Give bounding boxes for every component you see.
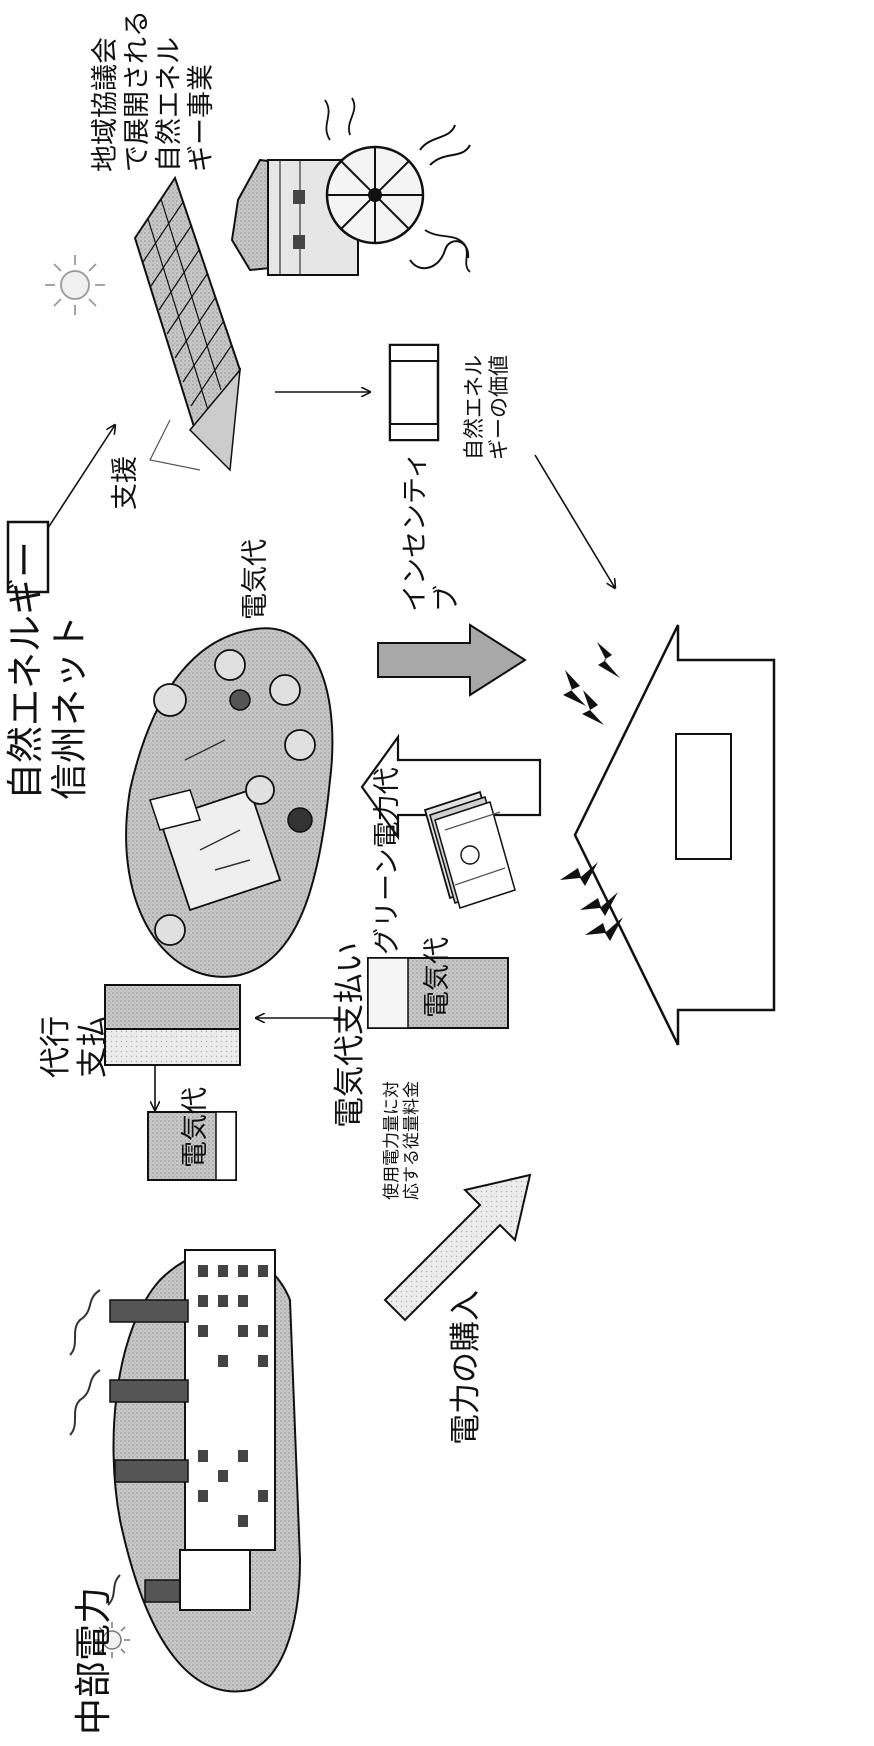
project-line1: 地域協議会 xyxy=(90,10,122,172)
incentive-line2: ブ xyxy=(432,452,464,612)
label-denki-dai-right: 電気代 xyxy=(422,937,454,1018)
label-denki-dai-shiharai: 電気代支払い xyxy=(332,942,369,1128)
project-line2: で展開される xyxy=(122,10,154,172)
support-arrow xyxy=(48,425,115,528)
incentive-arrow xyxy=(378,625,525,695)
value-line2: ギーの価値 xyxy=(487,355,512,460)
project-line4: ギー事業 xyxy=(186,10,218,172)
green-denryoku-dai-text: グリーン電力代 xyxy=(372,767,404,955)
label-denki-dai-top: 電気代 xyxy=(240,539,272,620)
daikou-line2: 支払 xyxy=(75,1016,112,1078)
shiyou-line2: 応する従量料金 xyxy=(402,1081,422,1200)
arrow-value-to-house xyxy=(535,455,615,588)
sun-icon xyxy=(45,255,105,315)
label-shizen-energy-shinshu-net: 自然エネルギー 信州ネット xyxy=(4,541,91,800)
project-line3: 自然エネル xyxy=(154,10,186,172)
label-daikou-shiharai: 代行 支払 xyxy=(38,1016,111,1078)
label-natural-energy-value: 自然エネル ギーの価値 xyxy=(462,355,512,460)
daikou-line1: 代行 xyxy=(38,1016,75,1078)
denki-dai-shiharai-text: 電気代支払い xyxy=(332,942,369,1128)
denki-dai-top-text: 電気代 xyxy=(240,539,272,620)
label-green-denryoku-dai: グリーン電力代 xyxy=(372,767,404,955)
people-meeting-illustration xyxy=(126,628,332,977)
denki-dai-right-text: 電気代 xyxy=(422,937,454,1018)
label-shiyou-denryoku: 使用電力量に対 応する従量料金 xyxy=(382,1081,422,1200)
denki-dai-left-text: 電気代 xyxy=(180,1087,212,1168)
label-incentive: インセンティ ブ xyxy=(400,452,464,612)
house-icon xyxy=(560,625,774,1045)
denryoku-kounyu-text: 電力の購入 xyxy=(448,1290,485,1445)
label-chubu-denryoku: 中部電力 xyxy=(72,1587,116,1735)
label-shien: 支援 xyxy=(110,456,142,510)
label-denki-dai-left: 電気代 xyxy=(180,1087,212,1168)
incentive-line1: インセンティ xyxy=(400,452,432,612)
shiyou-line1: 使用電力量に対 xyxy=(382,1081,402,1200)
windmill-illustration xyxy=(232,98,470,275)
value-line1: 自然エネル xyxy=(462,355,487,460)
chubu-denryoku-text: 中部電力 xyxy=(72,1587,116,1735)
net-line2: 信州ネット xyxy=(48,541,92,800)
solar-panel-illustration xyxy=(135,178,240,470)
shien-text: 支援 xyxy=(110,456,142,510)
label-regional-energy-project: 地域協議会 で展開される 自然エネル ギー事業 xyxy=(90,10,217,172)
net-line1: 自然エネルギー xyxy=(4,541,48,800)
label-denryoku-kounyu: 電力の購入 xyxy=(448,1290,485,1445)
